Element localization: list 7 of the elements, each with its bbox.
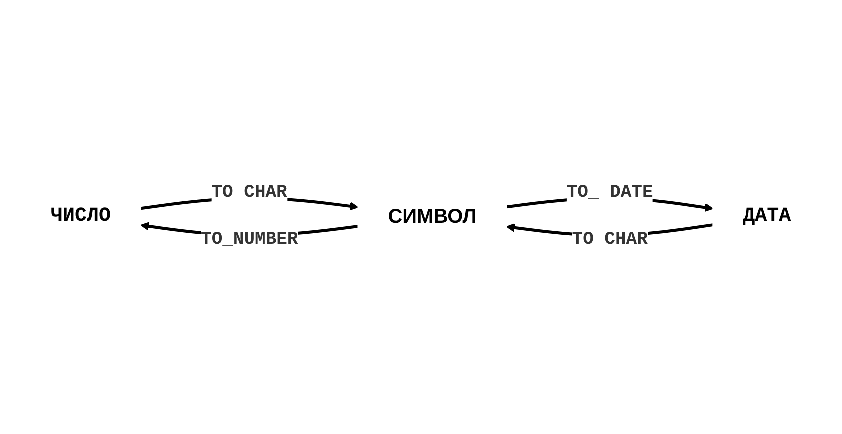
node-text: СИМВОЛ bbox=[388, 206, 477, 228]
edge-label: TO CHAR bbox=[572, 230, 648, 250]
node-text: ДАТА bbox=[743, 204, 792, 228]
edge-label: TO CHAR bbox=[212, 183, 288, 203]
edge-label: TO_NUMBER bbox=[200, 230, 298, 250]
node-text: ЧИСЛО bbox=[50, 204, 111, 228]
edge-label: TO_ DATE bbox=[566, 183, 654, 204]
